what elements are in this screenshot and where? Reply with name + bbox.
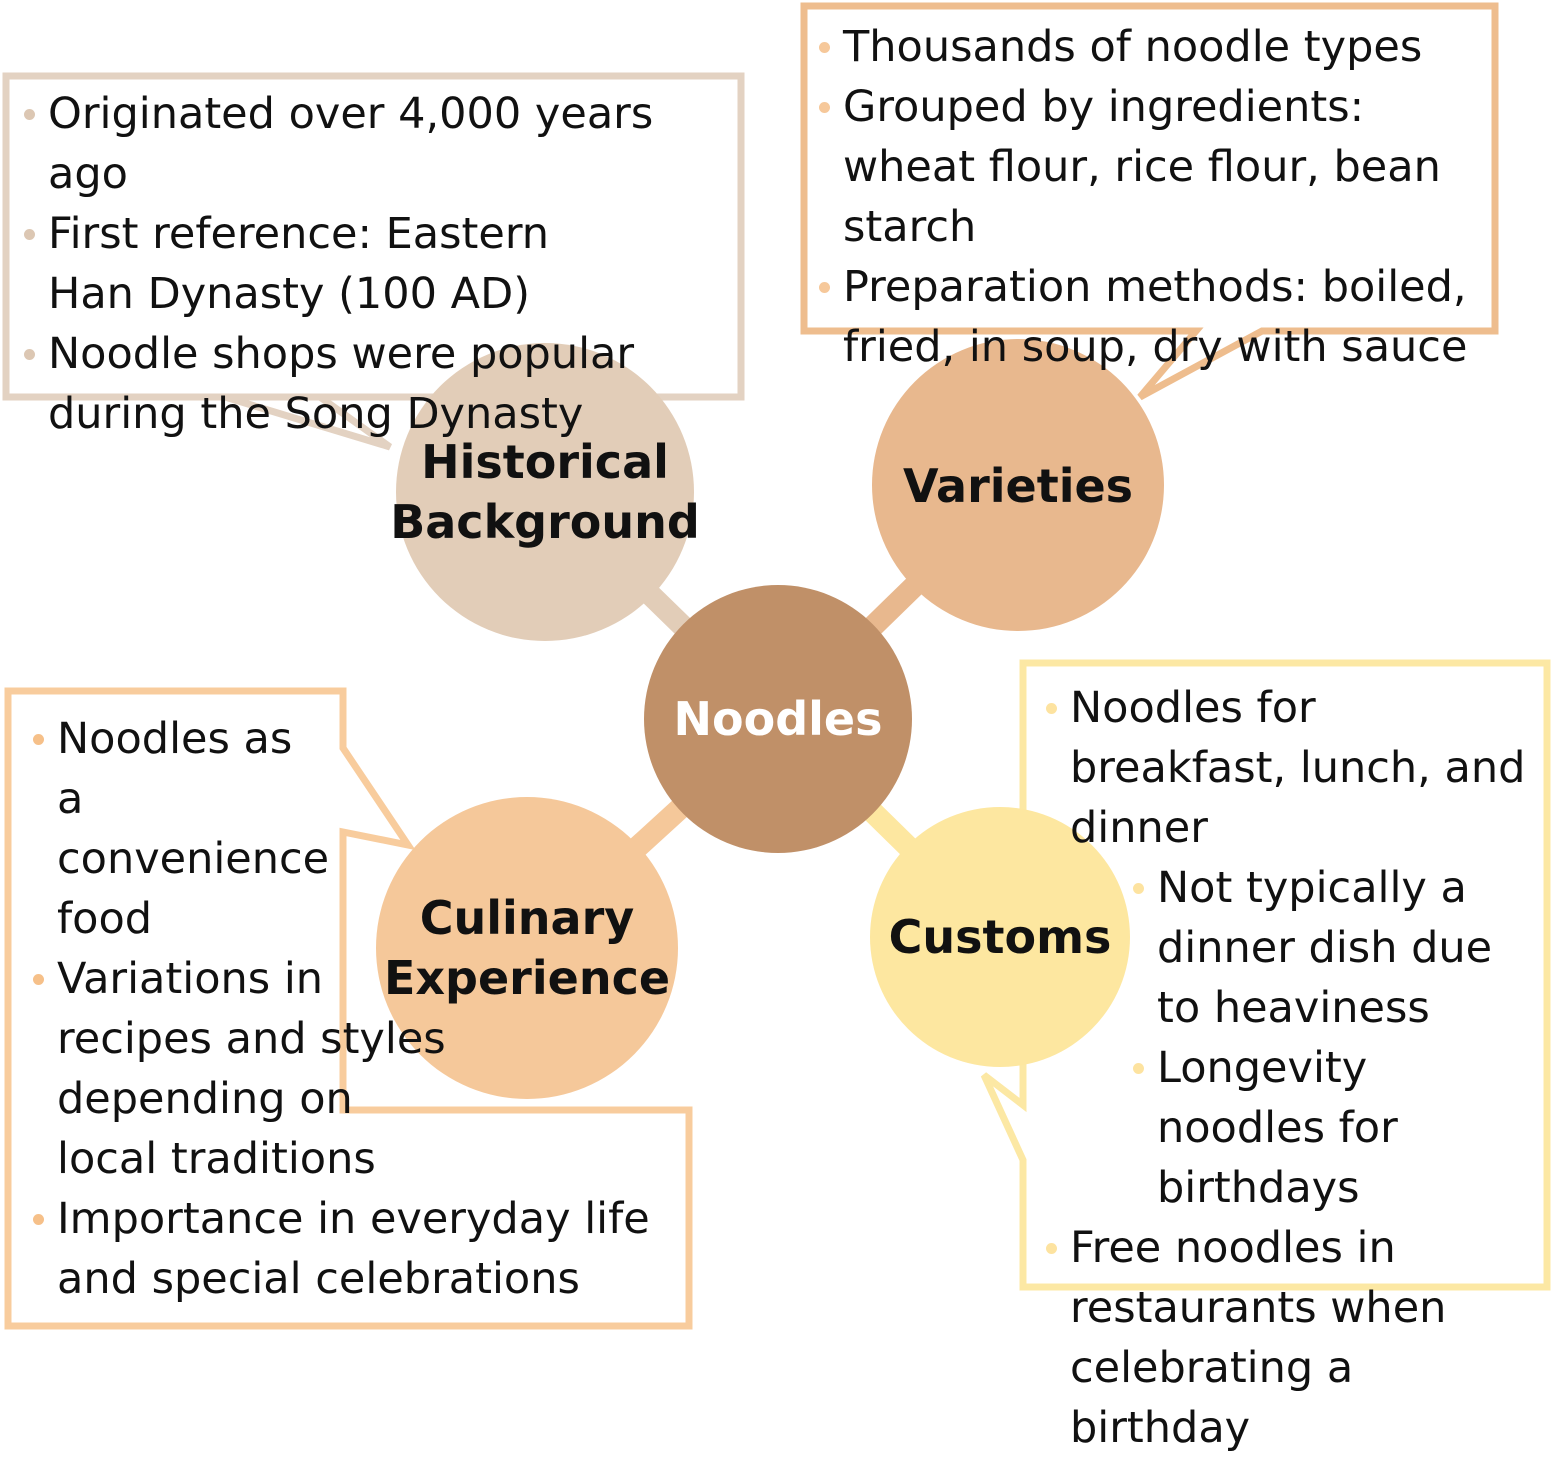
culinary-label-line-2: Experience <box>383 951 671 1005</box>
varieties-bullet-2: Grouped by ingredients: wheat flour, ric… <box>819 77 1488 257</box>
varieties-bullet-3: Preparation methods: boiled, fried, in s… <box>819 257 1488 377</box>
center-label-text: Noodles <box>673 692 883 746</box>
customs-label: Customs <box>872 907 1128 967</box>
culinary-label: Culinary Experience <box>380 888 674 1008</box>
mind-map-diagram <box>2 2 1551 1330</box>
callout-culinary-box <box>4 687 693 1330</box>
culinary-bullet-3: Importance in everyday life and special … <box>33 1189 687 1309</box>
varieties-bullets: Thousands of noodle types Grouped by ing… <box>819 17 1488 377</box>
varieties-bullet-1: Thousands of noodle types <box>819 17 1488 77</box>
node-historical <box>396 343 694 641</box>
node-center <box>644 585 912 853</box>
node-varieties <box>872 339 1164 631</box>
varieties-label: Varieties <box>880 456 1156 516</box>
culinary-bullets: Noodles as a convenience food Variations… <box>33 709 687 1309</box>
customs-bullet-3: Longevity noodles for birthdays <box>1133 1038 1540 1218</box>
historical-bullets: Originated over 4,000 years ago First re… <box>24 84 738 444</box>
historical-label-line-1: Historical <box>421 435 669 489</box>
customs-label-text: Customs <box>888 910 1112 964</box>
historical-bullet-1: Originated over 4,000 years ago <box>24 84 738 204</box>
node-customs <box>870 807 1130 1067</box>
customs-bullets: Noodles for breakfast, lunch, and dinner… <box>1046 678 1540 1458</box>
customs-bullet-1: Noodles for breakfast, lunch, and dinner <box>1046 678 1540 858</box>
historical-bullet-2: First reference: Eastern Han Dynasty (10… <box>24 204 638 324</box>
callout-varieties-box <box>800 2 1499 401</box>
customs-bullet-2: Not typically a dinner dish due to heavi… <box>1133 858 1497 1038</box>
varieties-label-text: Varieties <box>902 459 1134 513</box>
node-culinary <box>376 797 678 1099</box>
culinary-bullet-1: Noodles as a convenience food <box>33 709 332 949</box>
culinary-bullet-2: Variations in recipes and styles dependi… <box>33 949 447 1189</box>
historical-label-line-2: Background <box>390 495 700 549</box>
historical-label: Historical Background <box>390 432 700 552</box>
customs-bullet-4: Free noodles in restaurants when celebra… <box>1046 1218 1540 1458</box>
center-label: Noodles <box>648 689 908 749</box>
historical-bullet-3: Noodle shops were popular during the Son… <box>24 324 738 444</box>
culinary-label-line-1: Culinary <box>419 891 635 945</box>
